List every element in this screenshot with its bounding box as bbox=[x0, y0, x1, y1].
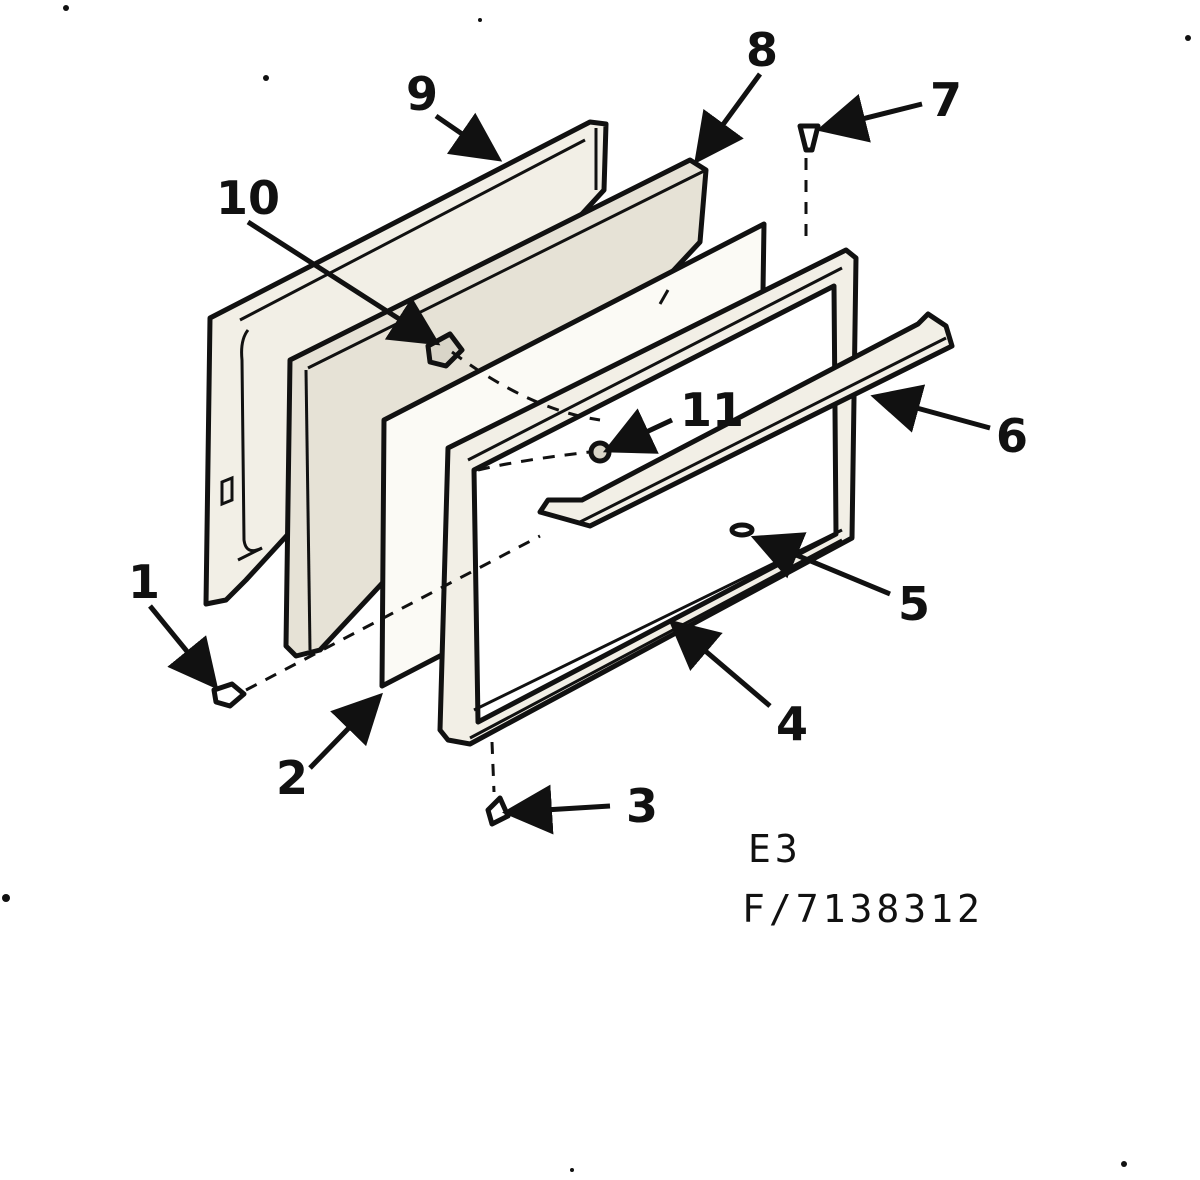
callout-11: 11 bbox=[680, 383, 744, 437]
washer bbox=[729, 522, 755, 538]
callout-9: 9 bbox=[406, 67, 438, 121]
handle-spacer bbox=[588, 440, 612, 464]
callout-2: 2 bbox=[276, 751, 308, 805]
leader-lines bbox=[148, 72, 991, 835]
caption-line-2: F/7138312 bbox=[742, 887, 984, 931]
callout-labels: 1 2 3 4 5 6 7 8 9 10 11 bbox=[128, 23, 1028, 833]
callout-3: 3 bbox=[626, 779, 658, 833]
callout-1: 1 bbox=[128, 555, 160, 609]
bottom-screw bbox=[485, 795, 511, 827]
callout-10: 10 bbox=[216, 171, 280, 225]
callout-7: 7 bbox=[930, 73, 962, 127]
caption-line-1: E3 bbox=[748, 827, 802, 871]
callout-4: 4 bbox=[776, 697, 808, 751]
callout-8: 8 bbox=[746, 23, 778, 77]
figure-caption: E3 F/7138312 bbox=[742, 827, 984, 931]
scan-specks bbox=[2, 5, 1191, 1172]
top-screw bbox=[797, 123, 821, 153]
callout-6: 6 bbox=[996, 409, 1028, 463]
side-screw bbox=[211, 681, 247, 709]
assembly-lines bbox=[245, 158, 808, 793]
door-handle bbox=[537, 311, 955, 529]
callout-5: 5 bbox=[898, 577, 930, 631]
